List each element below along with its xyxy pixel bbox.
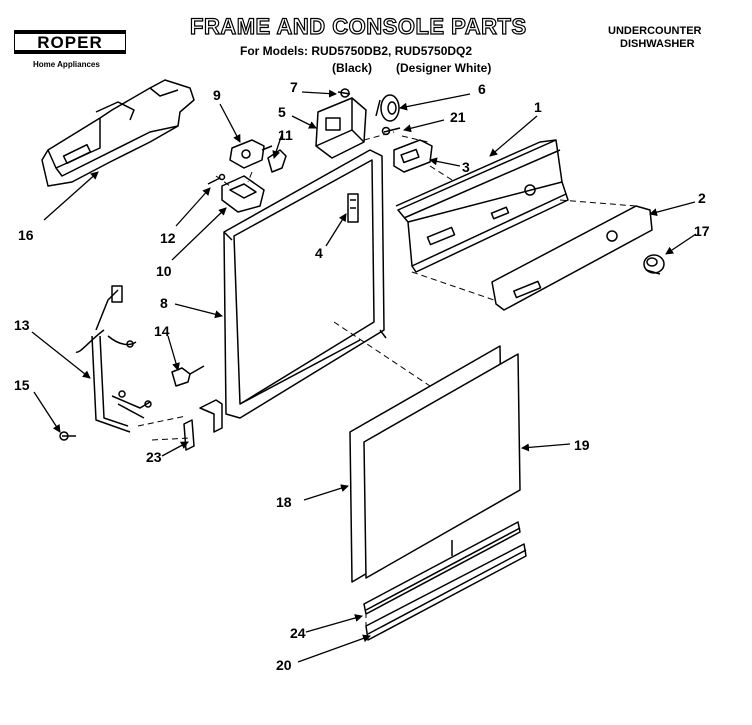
callout-15: 15	[14, 377, 30, 393]
callout-3: 3	[462, 159, 470, 175]
callout-2: 2	[698, 190, 706, 206]
callout-8: 8	[160, 295, 168, 311]
callout-21: 21	[450, 109, 466, 125]
callout-1: 1	[534, 99, 542, 115]
part-7-screw	[337, 88, 351, 98]
callout-18: 18	[276, 494, 292, 510]
callout-6: 6	[478, 81, 486, 97]
callout-20: 20	[276, 657, 292, 673]
part-19-door-panel-front	[363, 353, 521, 579]
callout-14: 14	[154, 323, 170, 339]
part-6-dial	[375, 94, 400, 122]
part-4-hinge	[347, 193, 359, 223]
part-12-screw	[207, 173, 226, 185]
callout-19: 19	[574, 437, 590, 453]
part-13-wire-harness	[75, 285, 152, 433]
callout-13: 13	[14, 317, 30, 333]
part-11-switch	[267, 149, 287, 173]
appliance-type-line1: UNDERCOUNTER	[608, 25, 702, 37]
appliance-type-line2: DISHWASHER	[620, 38, 695, 50]
callout-24: 24	[290, 625, 306, 641]
frame-bottom-bracket	[199, 399, 223, 433]
part-15-screw	[59, 431, 76, 441]
page-title: FRAME AND CONSOLE PARTS	[189, 13, 527, 39]
model-numbers: For Models: RUD5750DB2, RUD5750DQ2	[240, 44, 473, 58]
brand-name: ROPER	[37, 33, 102, 52]
part-9-latch	[229, 139, 273, 169]
callout-12: 12	[160, 230, 176, 246]
callout-23: 23	[146, 449, 162, 465]
variant-black: (Black)	[332, 61, 373, 75]
callout-4: 4	[315, 245, 323, 261]
part-23-clip	[183, 419, 195, 451]
part-21-screw	[381, 126, 401, 136]
variant-white: (Designer White)	[396, 61, 492, 75]
part-2-control-panel	[491, 205, 653, 311]
part-8-door-frame	[223, 149, 387, 419]
callout-7: 7	[290, 79, 298, 95]
callout-5: 5	[278, 104, 286, 120]
part-14-connector	[171, 365, 205, 387]
callout-16: 16	[18, 227, 34, 243]
callout-11: 11	[278, 127, 293, 143]
part-3-bracket	[393, 139, 433, 173]
part-10-strike	[221, 175, 265, 213]
part-1-console	[395, 139, 569, 273]
part-16-vent-bracket	[41, 79, 195, 187]
callout-17: 17	[694, 223, 710, 239]
part-5-control-switch	[315, 97, 367, 159]
part-17-knob	[643, 254, 665, 275]
callout-9: 9	[213, 87, 221, 103]
callout-10: 10	[156, 263, 172, 279]
part-24-trim-strip	[363, 521, 521, 615]
brand-tagline: Home Appliances	[33, 60, 100, 69]
roper-logo: ROPER	[14, 30, 126, 54]
